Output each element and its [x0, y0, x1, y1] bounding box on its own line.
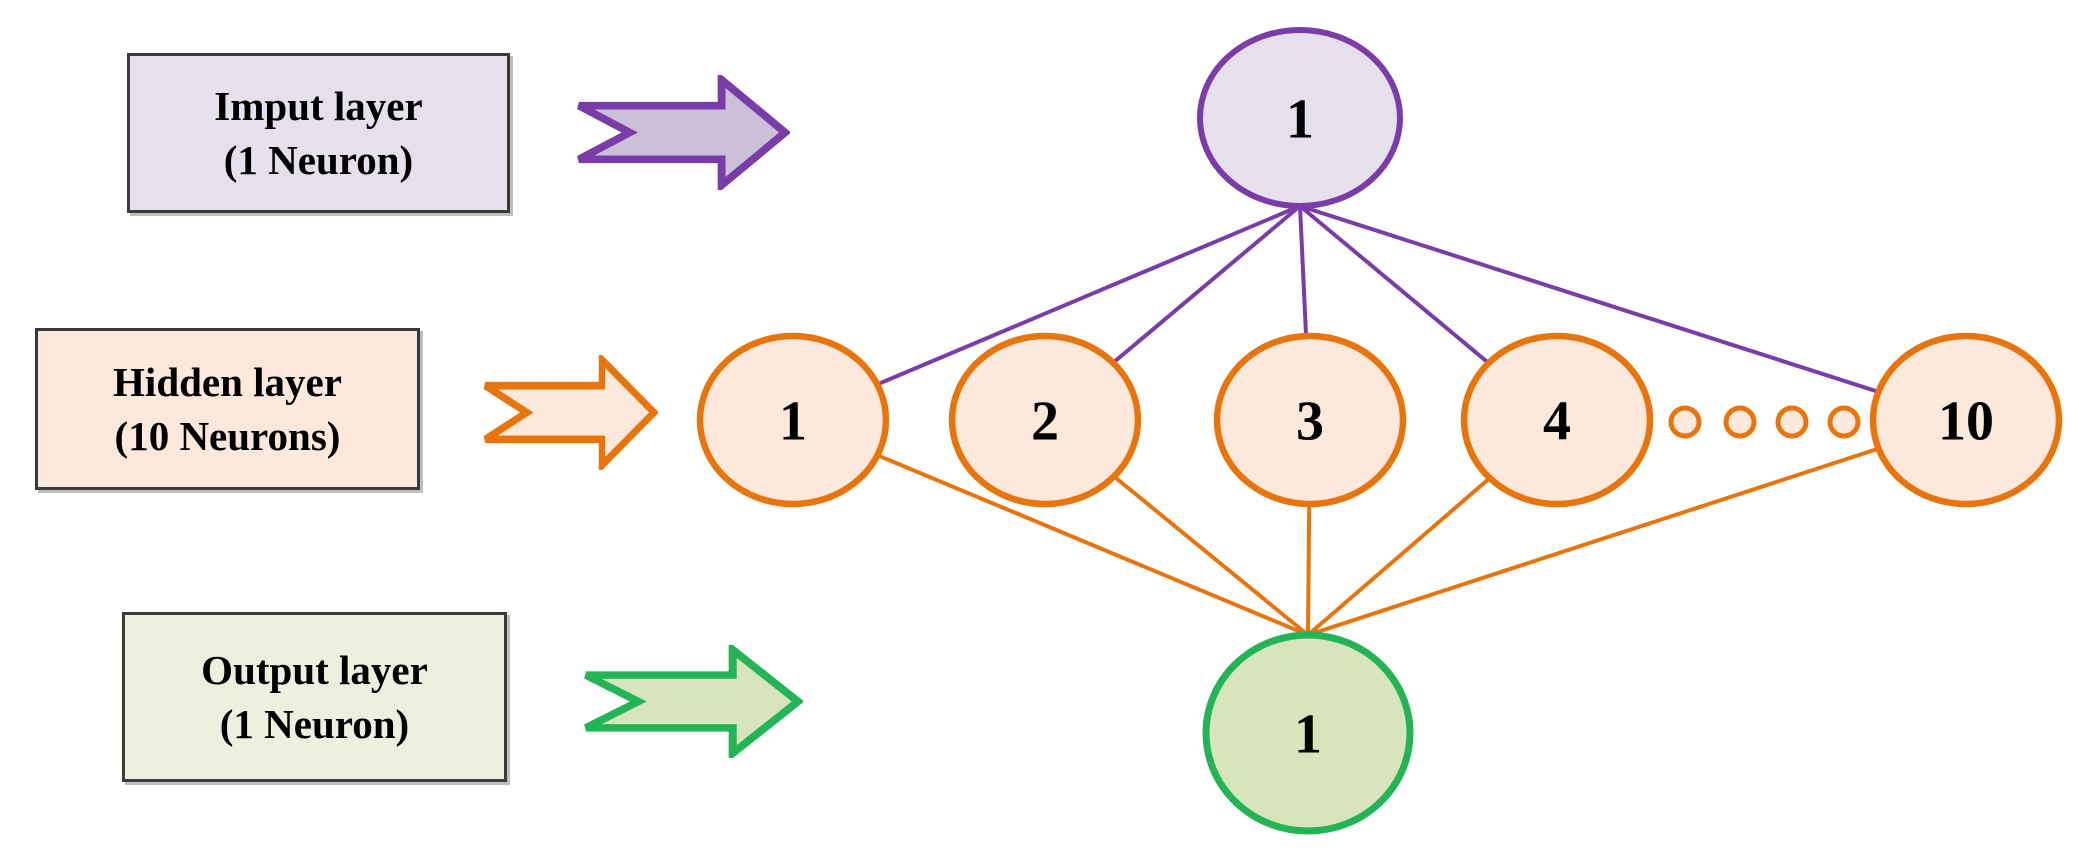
hidden-layer-label-line1: Hidden layer	[113, 358, 342, 405]
output-layer-arrow-icon	[582, 645, 803, 758]
hidden-layer-label-box: Hidden layer (10 Neurons)	[35, 328, 420, 490]
hidden-neuron-4-label: 4	[1543, 391, 1571, 453]
output-layer-label-line2: (1 Neuron)	[219, 701, 410, 747]
hidden-neuron-2-circle	[948, 332, 1142, 508]
hidden-neuron-10-label: 10	[1938, 391, 1994, 453]
hidden-neuron-3-label: 3	[1296, 391, 1324, 453]
input-layer-label-box: Imput layer (1 Neuron)	[127, 53, 510, 213]
ellipsis-dot	[1723, 405, 1757, 439]
output-neuron-label: 1	[1294, 704, 1322, 766]
output-layer-label-box: Output layer (1 Neuron)	[122, 612, 507, 782]
hidden-layer-ellipsis-dots	[1668, 405, 1861, 439]
output-neuron-circle	[1202, 631, 1414, 835]
input-layer-label-line1: Imput layer	[214, 82, 423, 129]
input-layer-arrow-icon	[575, 75, 790, 190]
input-layer-label-line2: (1 Neuron)	[223, 137, 414, 183]
hidden-neuron-3-circle	[1213, 332, 1407, 508]
ellipsis-dot	[1668, 405, 1702, 439]
input-neuron-label: 1	[1286, 89, 1314, 151]
output-layer-label-line1: Output layer	[201, 646, 428, 693]
hidden-layer-arrow-icon	[482, 355, 658, 470]
hidden-neuron-1-circle	[696, 332, 890, 508]
hidden-neuron-2-label: 2	[1031, 391, 1059, 453]
hidden-neuron-1-label: 1	[779, 391, 807, 453]
hidden-neuron-10-circle	[1869, 332, 2063, 508]
hidden-layer-label-line2: (10 Neurons)	[114, 413, 341, 459]
input-neuron-circle	[1197, 27, 1403, 209]
connection-input-hidden10	[1299, 204, 1967, 422]
ellipsis-dot	[1827, 405, 1861, 439]
connection-hidden10-output	[1307, 418, 1967, 637]
hidden-neuron-4-circle	[1460, 332, 1654, 508]
ellipsis-dot	[1775, 405, 1809, 439]
